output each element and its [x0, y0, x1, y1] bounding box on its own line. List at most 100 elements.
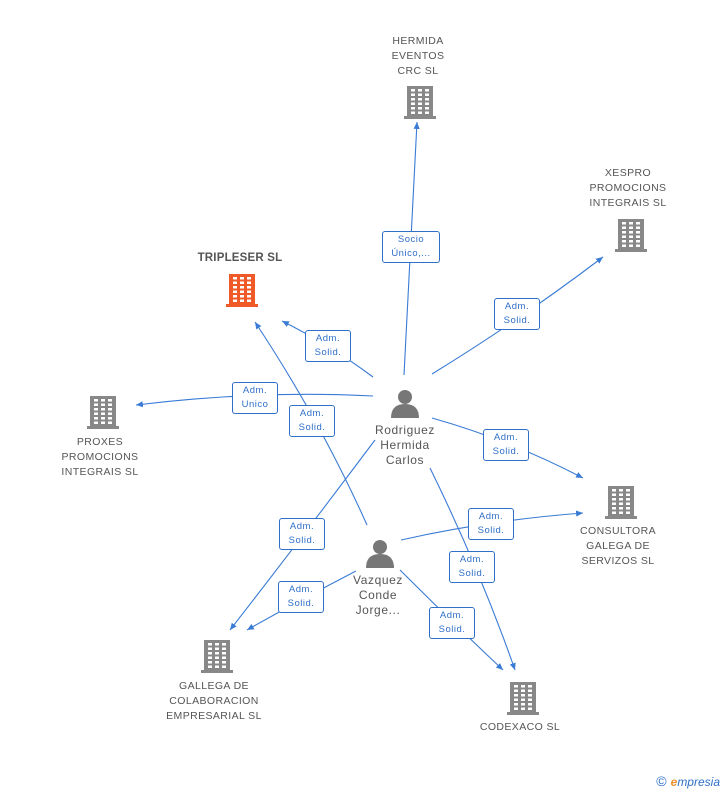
building-window: [215, 647, 219, 650]
building-window: [101, 408, 105, 411]
building-window: [626, 498, 630, 501]
building-window: [215, 661, 219, 664]
building-window: [619, 498, 623, 501]
building-window: [247, 290, 251, 293]
building-window: [233, 295, 237, 298]
building-window: [619, 493, 623, 496]
company-label-gallega[interactable]: GALLEGA DE COLABORACION EMPRESARIAL SL: [166, 680, 262, 722]
building-window: [108, 412, 112, 415]
building-window: [425, 111, 429, 114]
building-window: [94, 417, 98, 420]
building-window: [514, 694, 518, 697]
building-window: [208, 661, 212, 664]
building-window: [622, 222, 626, 225]
company-label-xespro[interactable]: XESPRO PROMOCIONS INTEGRAIS SL: [589, 167, 667, 209]
building-window: [612, 489, 616, 492]
role-label-vazquez-tripleser[interactable]: Adm. Solid.: [289, 405, 335, 437]
building-window: [514, 685, 518, 688]
brand-name: mpresia: [677, 775, 720, 789]
person-icon-vazquez[interactable]: [366, 540, 394, 568]
building-window: [528, 689, 532, 692]
building-window: [208, 665, 212, 668]
building-window: [622, 235, 626, 238]
building-window: [521, 694, 525, 697]
building-window: [629, 222, 633, 225]
role-label-rodriguez-gallega[interactable]: Adm. Solid.: [279, 518, 325, 550]
building-window: [247, 281, 251, 284]
building-window: [233, 290, 237, 293]
building-window: [619, 511, 623, 514]
building-icon-codexaco[interactable]: [507, 682, 539, 715]
building-window: [418, 93, 422, 96]
building-window: [222, 652, 226, 655]
person-label-rodriguez[interactable]: Rodriguez Hermida Carlos: [374, 423, 436, 467]
building-window: [208, 652, 212, 655]
building-window: [240, 286, 244, 289]
person-label-vazquez[interactable]: Vazquez Conde Jorge...: [352, 573, 403, 617]
building-window: [233, 286, 237, 289]
building-window: [411, 107, 415, 110]
building-window: [94, 399, 98, 402]
building-window: [629, 240, 633, 243]
role-label-rodriguez-tripleser[interactable]: Adm. Solid.: [305, 330, 351, 362]
building-window: [612, 511, 616, 514]
building-window: [418, 107, 422, 110]
building-window: [208, 656, 212, 659]
building-window: [411, 102, 415, 105]
building-icon-xespro[interactable]: [615, 219, 647, 252]
company-label-hermida[interactable]: HERMIDA EVENTOS CRC SL: [391, 35, 445, 77]
building-window: [215, 656, 219, 659]
building-window: [208, 647, 212, 650]
building-window: [240, 295, 244, 298]
building-window: [233, 299, 237, 302]
role-label-rodriguez-codexaco[interactable]: Adm. Solid.: [449, 551, 495, 583]
building-window: [528, 685, 532, 688]
building-window: [514, 698, 518, 701]
building-window: [636, 235, 640, 238]
building-window: [418, 89, 422, 92]
building-window: [528, 694, 532, 697]
company-label-proxes[interactable]: PROXES PROMOCIONS INTEGRAIS SL: [61, 436, 139, 478]
building-window: [418, 98, 422, 101]
role-label-rodriguez-xespro[interactable]: Adm. Solid.: [494, 298, 540, 330]
role-label-rodriguez-hermida[interactable]: Socio Único,...: [382, 231, 440, 263]
building-window: [514, 703, 518, 706]
building-window: [94, 403, 98, 406]
company-label-codexaco[interactable]: CODEXACO SL: [479, 721, 561, 733]
company-label-consultora[interactable]: CONSULTORA GALEGA DE SERVIZOS SL: [580, 525, 656, 567]
building-window: [108, 403, 112, 406]
building-window: [425, 98, 429, 101]
building-window: [101, 417, 105, 420]
company-label-tripleser[interactable]: TRIPLESER SL: [197, 252, 283, 264]
building-icon-proxes[interactable]: [87, 396, 119, 429]
building-window: [222, 661, 226, 664]
building-window: [612, 507, 616, 510]
building-window: [521, 703, 525, 706]
role-label-vazquez-gallega[interactable]: Adm. Solid.: [278, 581, 324, 613]
building-window: [612, 498, 616, 501]
building-window: [622, 240, 626, 243]
building-icon-tripleser[interactable]: [226, 274, 258, 307]
building-window: [240, 290, 244, 293]
building-window: [418, 102, 422, 105]
building-window: [108, 417, 112, 420]
building-window: [233, 281, 237, 284]
role-label-rodriguez-consultora[interactable]: Adm. Solid.: [483, 429, 529, 461]
role-label-rodriguez-proxes[interactable]: Adm. Unico: [232, 382, 278, 414]
building-window: [629, 231, 633, 234]
building-icon-gallega[interactable]: [201, 640, 233, 673]
building-icon-hermida[interactable]: [404, 86, 436, 119]
copyright-symbol: ©: [656, 773, 667, 789]
building-window: [521, 689, 525, 692]
building-window: [101, 421, 105, 424]
building-window: [425, 107, 429, 110]
building-window: [528, 707, 532, 710]
building-window: [636, 231, 640, 234]
building-window: [626, 507, 630, 510]
building-window: [521, 698, 525, 701]
building-icon-consultora[interactable]: [605, 486, 637, 519]
role-label-vazquez-consultora[interactable]: Adm. Solid.: [468, 508, 514, 540]
role-label-vazquez-codexaco[interactable]: Adm. Solid.: [429, 607, 475, 639]
building-window: [108, 408, 112, 411]
person-icon-rodriguez[interactable]: [391, 390, 419, 418]
